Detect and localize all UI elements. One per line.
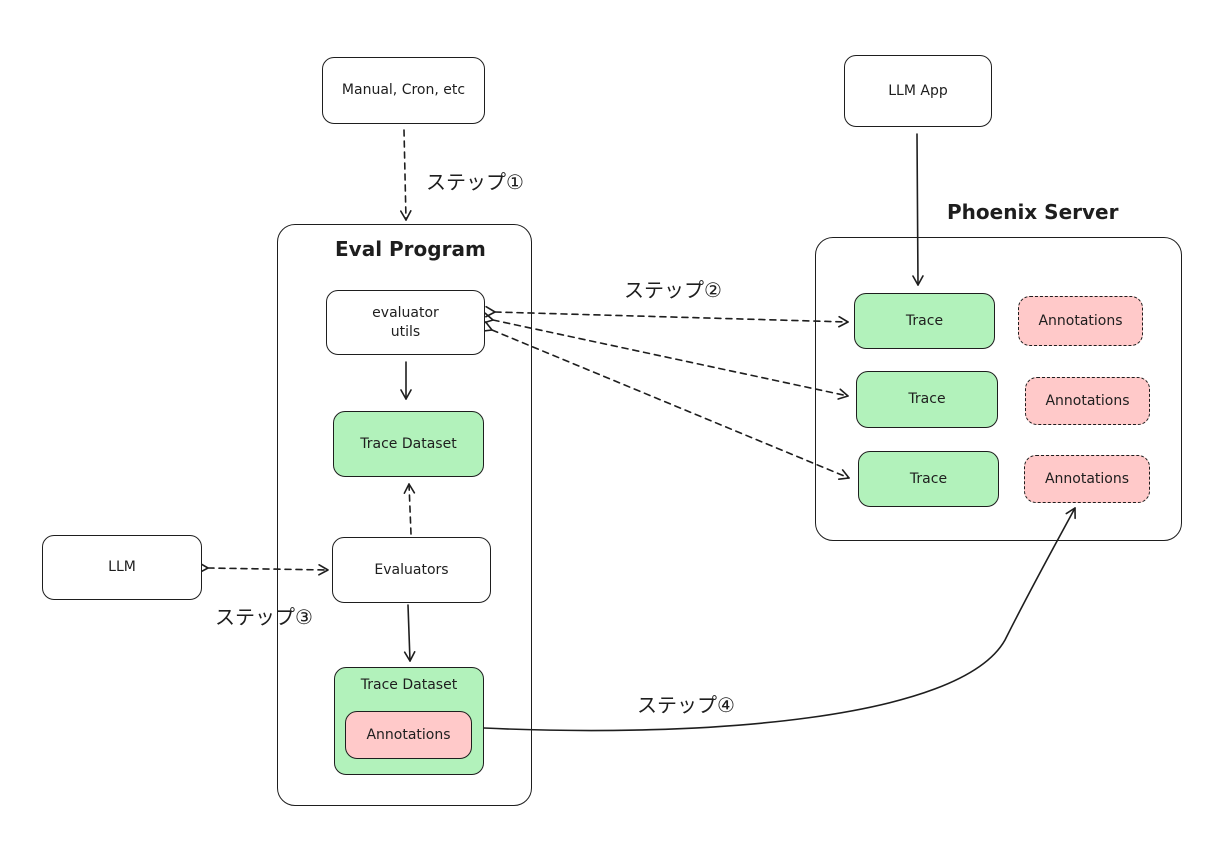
evaluators-label: Evaluators [374, 561, 449, 578]
evaluator-utils-box: evaluator utils [326, 290, 485, 355]
phoenix-trace-1: Trace [854, 293, 995, 349]
arrow-llm-evaluators [198, 562, 329, 576]
trigger-box: Manual, Cron, etc [322, 57, 485, 124]
step-2-label: ステップ② [624, 278, 722, 302]
result-annotations-label: Annotations [366, 726, 451, 743]
arrow-result-to-phoenix [483, 507, 1076, 732]
arrow-utils-trace-3 [480, 321, 850, 480]
arrow-evaluators-to-result [403, 604, 416, 662]
phoenix-annotations-1: Annotations [1018, 296, 1143, 346]
result-dataset-box: Trace Dataset Annotations [334, 667, 484, 775]
step-4-label: ステップ④ [637, 693, 735, 717]
step-3-label: ステップ③ [215, 605, 313, 629]
phoenix-trace-3: Trace [858, 451, 999, 507]
trace-dataset-label: Trace Dataset [360, 435, 457, 452]
phoenix-annotations-1-label: Annotations [1038, 312, 1123, 329]
phoenix-annotations-3-label: Annotations [1044, 470, 1130, 487]
step-1-label: ステップ① [426, 170, 524, 194]
llm-app-label: LLM App [888, 82, 948, 99]
arrow-evaluators-to-dataset [403, 483, 416, 535]
arrow-utils-trace-1 [485, 305, 849, 328]
arrow-trigger-to-eval [400, 129, 412, 221]
phoenix-server-container [815, 237, 1182, 541]
evaluators-box: Evaluators [332, 537, 491, 603]
llm-box: LLM [42, 535, 202, 600]
llm-app-box: LLM App [844, 55, 992, 127]
result-annotations-box: Annotations [345, 711, 472, 759]
evaluator-utils-label: evaluator utils [372, 304, 439, 340]
phoenix-trace-3-label: Trace [909, 470, 948, 487]
phoenix-trace-2-label: Trace [908, 391, 946, 408]
phoenix-trace-1-label: Trace [905, 312, 944, 329]
phoenix-server-title: Phoenix Server [947, 200, 1119, 224]
arrow-llm-app-to-trace [912, 133, 924, 286]
eval-program-title: Eval Program [335, 237, 486, 261]
trace-dataset-box: Trace Dataset [333, 411, 484, 477]
result-dataset-label: Trace Dataset [360, 677, 458, 693]
phoenix-annotations-2: Annotations [1025, 377, 1150, 425]
llm-label: LLM [108, 559, 136, 576]
trigger-label: Manual, Cron, etc [341, 82, 466, 99]
phoenix-trace-2: Trace [856, 371, 998, 428]
phoenix-annotations-2-label: Annotations [1045, 392, 1130, 409]
eval-program-container [277, 224, 532, 806]
phoenix-annotations-3: Annotations [1024, 455, 1150, 503]
arrow-utils-trace-2 [482, 312, 849, 400]
